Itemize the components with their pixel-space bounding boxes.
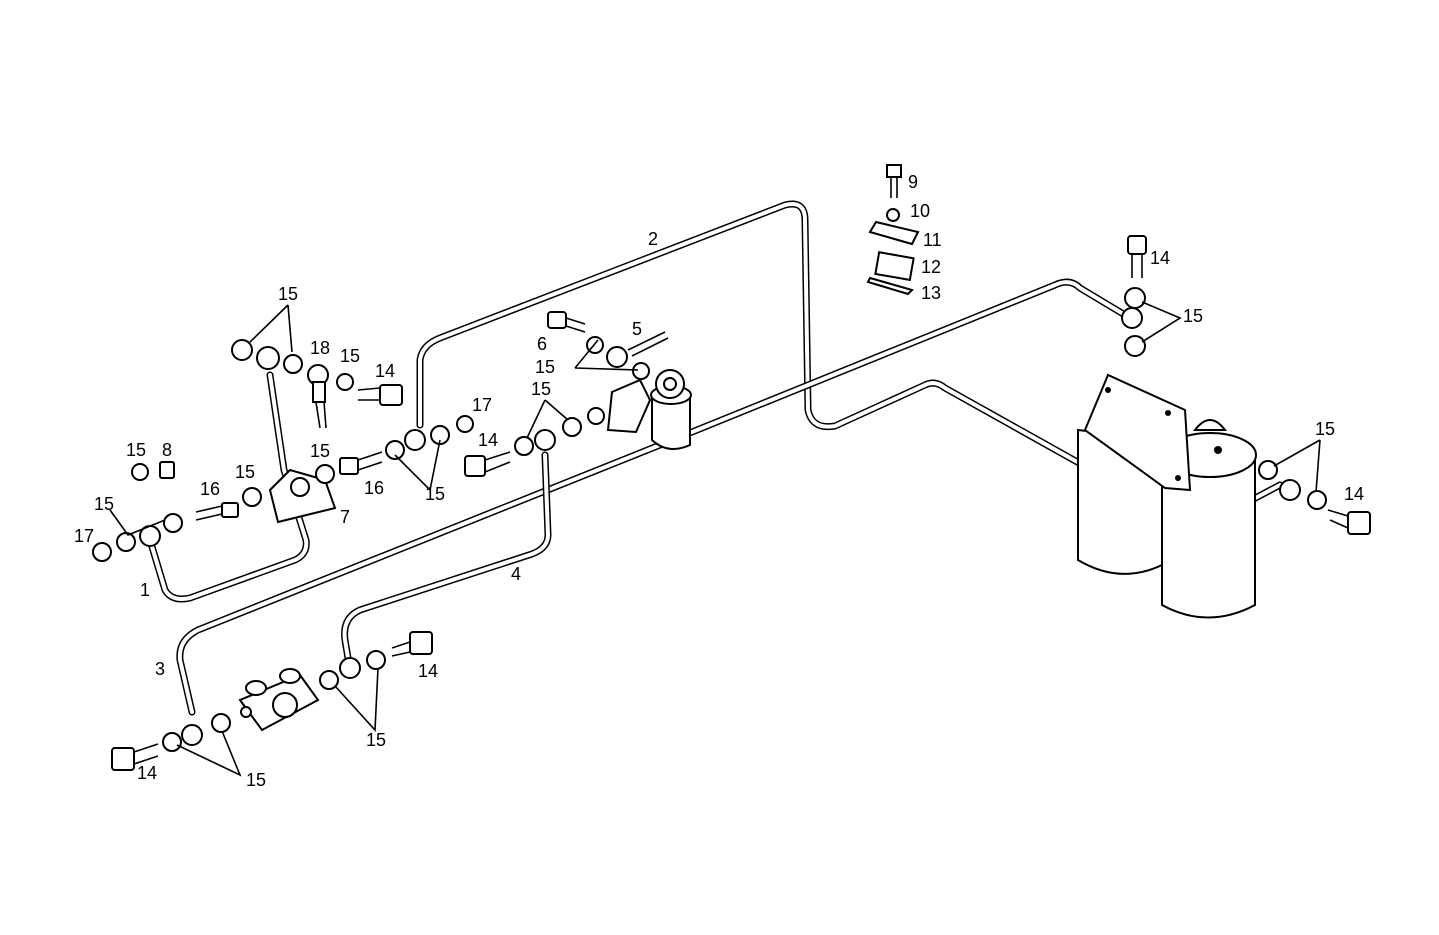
label-11: 11 bbox=[923, 230, 942, 250]
leader-lines bbox=[109, 301, 1321, 777]
banjo-fittings bbox=[139, 307, 1301, 746]
label-15-g: 15 bbox=[425, 484, 445, 504]
pipe-4 bbox=[341, 451, 552, 662]
label-9: 9 bbox=[908, 172, 918, 192]
label-8: 8 bbox=[162, 440, 172, 460]
label-10: 10 bbox=[910, 201, 930, 221]
label-6: 6 bbox=[537, 334, 547, 354]
filter-assembly bbox=[1077, 373, 1257, 619]
label-4: 4 bbox=[511, 564, 521, 584]
label-15-a: 15 bbox=[278, 284, 298, 304]
label-16-a: 16 bbox=[200, 479, 220, 499]
label-15-m: 15 bbox=[1315, 419, 1335, 439]
fitting-7 bbox=[268, 468, 337, 524]
label-5: 5 bbox=[632, 319, 642, 339]
label-18: 18 bbox=[310, 338, 330, 358]
label-15-e: 15 bbox=[126, 440, 146, 460]
reference-labels: 1 2 3 4 5 6 7 8 9 10 11 12 13 14 14 14 1… bbox=[74, 172, 1364, 790]
label-7: 7 bbox=[340, 507, 350, 527]
label-15-k: 15 bbox=[366, 730, 386, 750]
label-15-d: 15 bbox=[235, 462, 255, 482]
label-17-b: 17 bbox=[472, 395, 492, 415]
label-14-b: 14 bbox=[478, 430, 498, 450]
bracket-assembly bbox=[866, 164, 920, 296]
banjo-bolts bbox=[111, 235, 1371, 771]
label-15-h: 15 bbox=[531, 379, 551, 399]
label-3: 3 bbox=[155, 659, 165, 679]
inline-filter bbox=[587, 369, 692, 450]
washers bbox=[92, 287, 1327, 752]
label-15-f: 15 bbox=[94, 494, 114, 514]
label-14-e: 14 bbox=[1150, 248, 1170, 268]
label-15-l: 15 bbox=[1183, 306, 1203, 326]
label-1: 1 bbox=[140, 580, 150, 600]
label-12: 12 bbox=[921, 257, 941, 277]
label-2: 2 bbox=[648, 229, 658, 249]
label-15-i: 15 bbox=[535, 357, 555, 377]
label-15-j: 15 bbox=[246, 770, 266, 790]
label-13: 13 bbox=[921, 283, 941, 303]
label-14-c: 14 bbox=[137, 763, 157, 783]
pipe-1 bbox=[146, 371, 310, 603]
label-14-a: 14 bbox=[375, 361, 395, 381]
distributor-block bbox=[238, 668, 320, 732]
label-14-d: 14 bbox=[418, 661, 438, 681]
label-16-b: 16 bbox=[364, 478, 384, 498]
label-17-a: 17 bbox=[74, 526, 94, 546]
label-15-b: 15 bbox=[340, 346, 360, 366]
label-14-f: 14 bbox=[1344, 484, 1364, 504]
label-15-c: 15 bbox=[310, 441, 330, 461]
